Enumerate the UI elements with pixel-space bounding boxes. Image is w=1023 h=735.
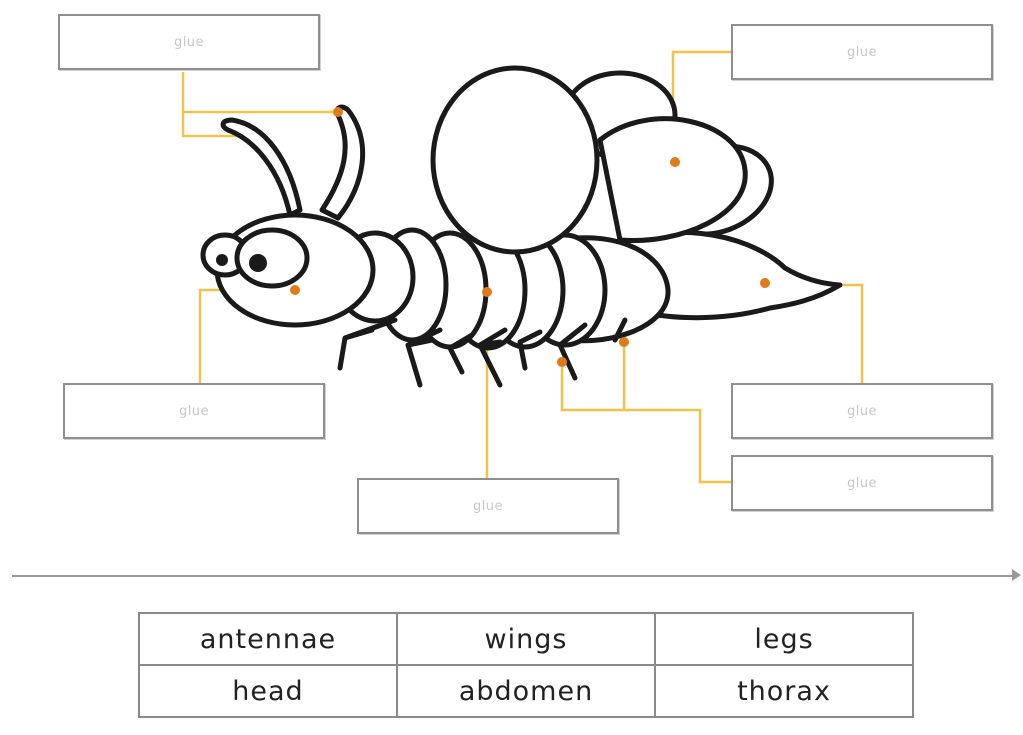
leader-line-legs	[562, 342, 733, 482]
word-card-abdomen[interactable]: abdomen	[397, 665, 655, 717]
glue-box-label: glue	[179, 404, 209, 419]
antenna-right	[322, 107, 363, 218]
glue-box-label: glue	[847, 476, 877, 491]
glue-box-thorax[interactable]: glue	[357, 478, 619, 534]
glue-box-head[interactable]: glue	[63, 383, 325, 439]
marker-wings	[670, 157, 680, 167]
leg-1	[340, 320, 395, 368]
glue-box-label: glue	[847, 45, 877, 60]
pupil-right	[249, 254, 267, 272]
word-bank-row: head abdomen thorax	[139, 665, 913, 717]
leader-line-tail	[840, 285, 862, 383]
word-card-wings[interactable]: wings	[397, 613, 655, 665]
marker-head	[290, 285, 300, 295]
marker-legs-2	[619, 337, 629, 347]
eye-right	[237, 230, 307, 286]
word-bank-row: antennae wings legs	[139, 613, 913, 665]
cut-line	[12, 575, 1016, 577]
cut-line-arrow-icon	[1012, 569, 1021, 581]
pupil-left	[216, 254, 228, 266]
glue-box-tail[interactable]: glue	[731, 383, 993, 439]
marker-legs-1	[557, 357, 567, 367]
front-wing-large	[433, 68, 597, 252]
glue-box-label: glue	[847, 404, 877, 419]
marker-antennae	[333, 107, 343, 117]
glue-box-label: glue	[174, 35, 204, 50]
word-card-head[interactable]: head	[139, 665, 397, 717]
marker-thorax	[482, 287, 492, 297]
glue-box-antennae[interactable]: glue	[58, 14, 320, 70]
word-card-thorax[interactable]: thorax	[655, 665, 913, 717]
word-bank: antennae wings legs head abdomen thorax	[138, 612, 914, 718]
glue-box-label: glue	[473, 499, 503, 514]
word-card-antennae[interactable]: antennae	[139, 613, 397, 665]
glue-box-legs[interactable]: glue	[731, 455, 993, 511]
glue-box-wings[interactable]: glue	[731, 24, 993, 80]
marker-tail	[760, 278, 770, 288]
leader-line-antennae	[183, 72, 338, 136]
bee-outline	[203, 68, 840, 348]
antenna-left	[223, 120, 300, 215]
word-card-legs[interactable]: legs	[655, 613, 913, 665]
